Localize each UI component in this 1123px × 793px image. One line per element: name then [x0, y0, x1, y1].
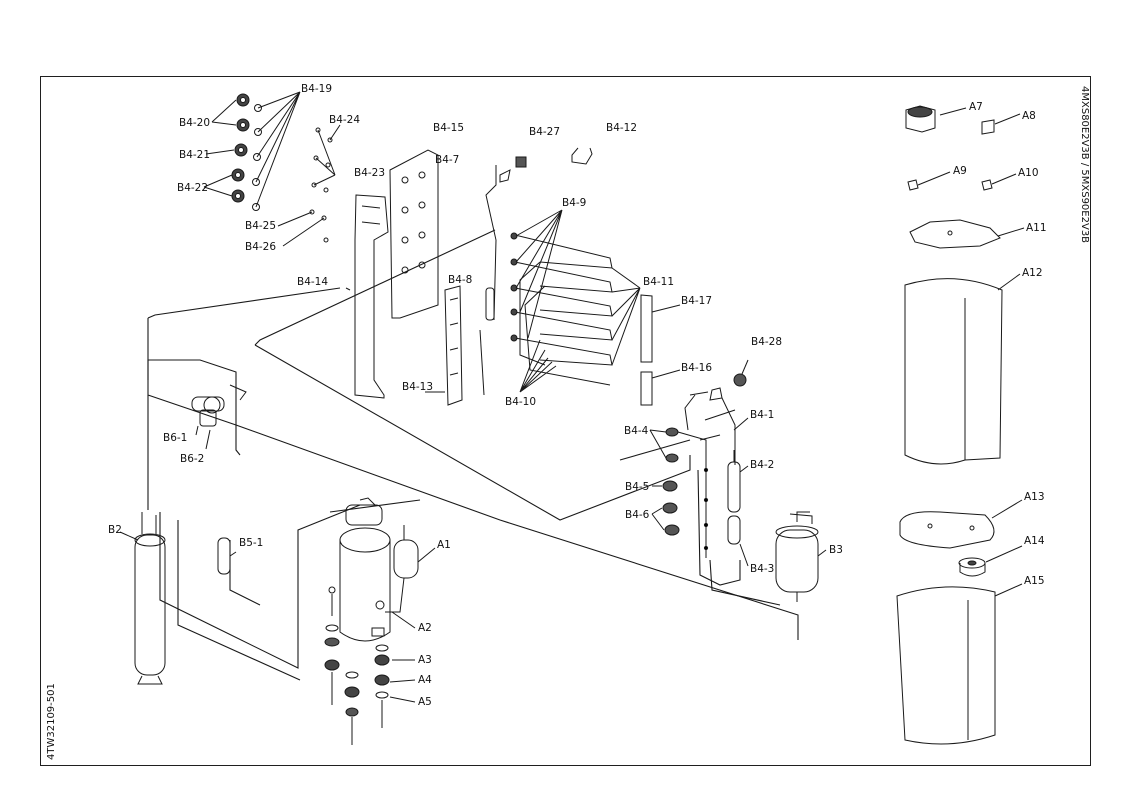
callout-A8: A8	[1022, 110, 1036, 122]
callout-A12: A12	[1022, 267, 1043, 279]
callout-B4-6: B4-6	[625, 509, 650, 521]
callout-A2: A2	[418, 622, 432, 634]
callout-B4-9: B4-9	[562, 197, 586, 209]
callout-A13: A13	[1024, 491, 1045, 503]
callout-B4-28: B4-28	[751, 336, 782, 348]
callout-A7: A7	[969, 101, 983, 113]
four-way-valve	[191, 384, 247, 450]
callout-B5-1: B5-1	[239, 537, 263, 549]
callout-A5: A5	[418, 696, 432, 708]
callout-B4-22: B4-22	[177, 182, 208, 194]
service-valve-group	[649, 359, 749, 567]
callout-B2: B2	[108, 524, 122, 536]
callout-B4-25: B4-25	[245, 220, 276, 232]
callout-B4-4: B4-4	[624, 425, 649, 437]
callout-B4-24: B4-24	[329, 114, 360, 126]
callout-B4-27: B4-27	[529, 126, 560, 138]
capillary-assembly	[479, 147, 681, 406]
callout-B4-17: B4-17	[681, 295, 712, 307]
callout-B4-26: B4-26	[245, 241, 276, 253]
callout-B4-12: B4-12	[606, 122, 637, 134]
callout-B4-15: B4-15	[433, 122, 464, 134]
strainer	[217, 537, 237, 575]
callout-A3: A3	[418, 654, 432, 666]
piping-lines	[147, 229, 799, 681]
callout-B4-16: B4-16	[681, 362, 712, 374]
callout-B4-5: B4-5	[625, 481, 649, 493]
callout-A14: A14	[1024, 535, 1045, 547]
noise-insulation-parts	[896, 105, 1025, 745]
callout-A11: A11	[1026, 222, 1047, 234]
callout-A15: A15	[1024, 575, 1045, 587]
receiver-tank	[775, 511, 827, 602]
callout-B4-11: B4-11	[643, 276, 674, 288]
callout-B4-3: B4-3	[750, 563, 774, 575]
callout-A4: A4	[418, 674, 432, 686]
document-id: 4TW32109-501	[46, 683, 57, 760]
callout-B4-23: B4-23	[354, 167, 385, 179]
callout-B4-2: B4-2	[750, 459, 774, 471]
flare-nuts-group	[203, 91, 341, 247]
callout-B4-13: B4-13	[402, 381, 433, 393]
model-label: 4MXS80E2V3B / 5MXS90E2V3B	[1079, 86, 1090, 244]
callout-B4-14: B4-14	[297, 276, 328, 288]
callout-A10: A10	[1018, 167, 1039, 179]
callout-B4-20: B4-20	[179, 117, 210, 129]
callout-A1: A1	[437, 539, 451, 551]
callout-B4-1: B4-1	[750, 409, 774, 421]
callout-B3: B3	[829, 544, 843, 556]
callout-B4-10: B4-10	[505, 396, 536, 408]
callout-B4-21: B4-21	[179, 149, 210, 161]
compressor-mounts	[324, 586, 390, 745]
mounting-plates	[345, 149, 463, 406]
compressor	[324, 497, 436, 745]
callout-B4-7: B4-7	[435, 154, 459, 166]
callout-B6-2: B6-2	[180, 453, 204, 465]
callout-B4-19: B4-19	[301, 83, 332, 95]
callout-B6-1: B6-1	[163, 432, 187, 444]
callout-labels: B4-19 B4-20 B4-21 B4-22 B4-24 B4-23 B4-2…	[108, 83, 1047, 708]
accumulator	[119, 512, 166, 685]
diagram-frame	[40, 76, 1091, 766]
callout-A9: A9	[953, 165, 967, 177]
callout-B4-8: B4-8	[448, 274, 472, 286]
